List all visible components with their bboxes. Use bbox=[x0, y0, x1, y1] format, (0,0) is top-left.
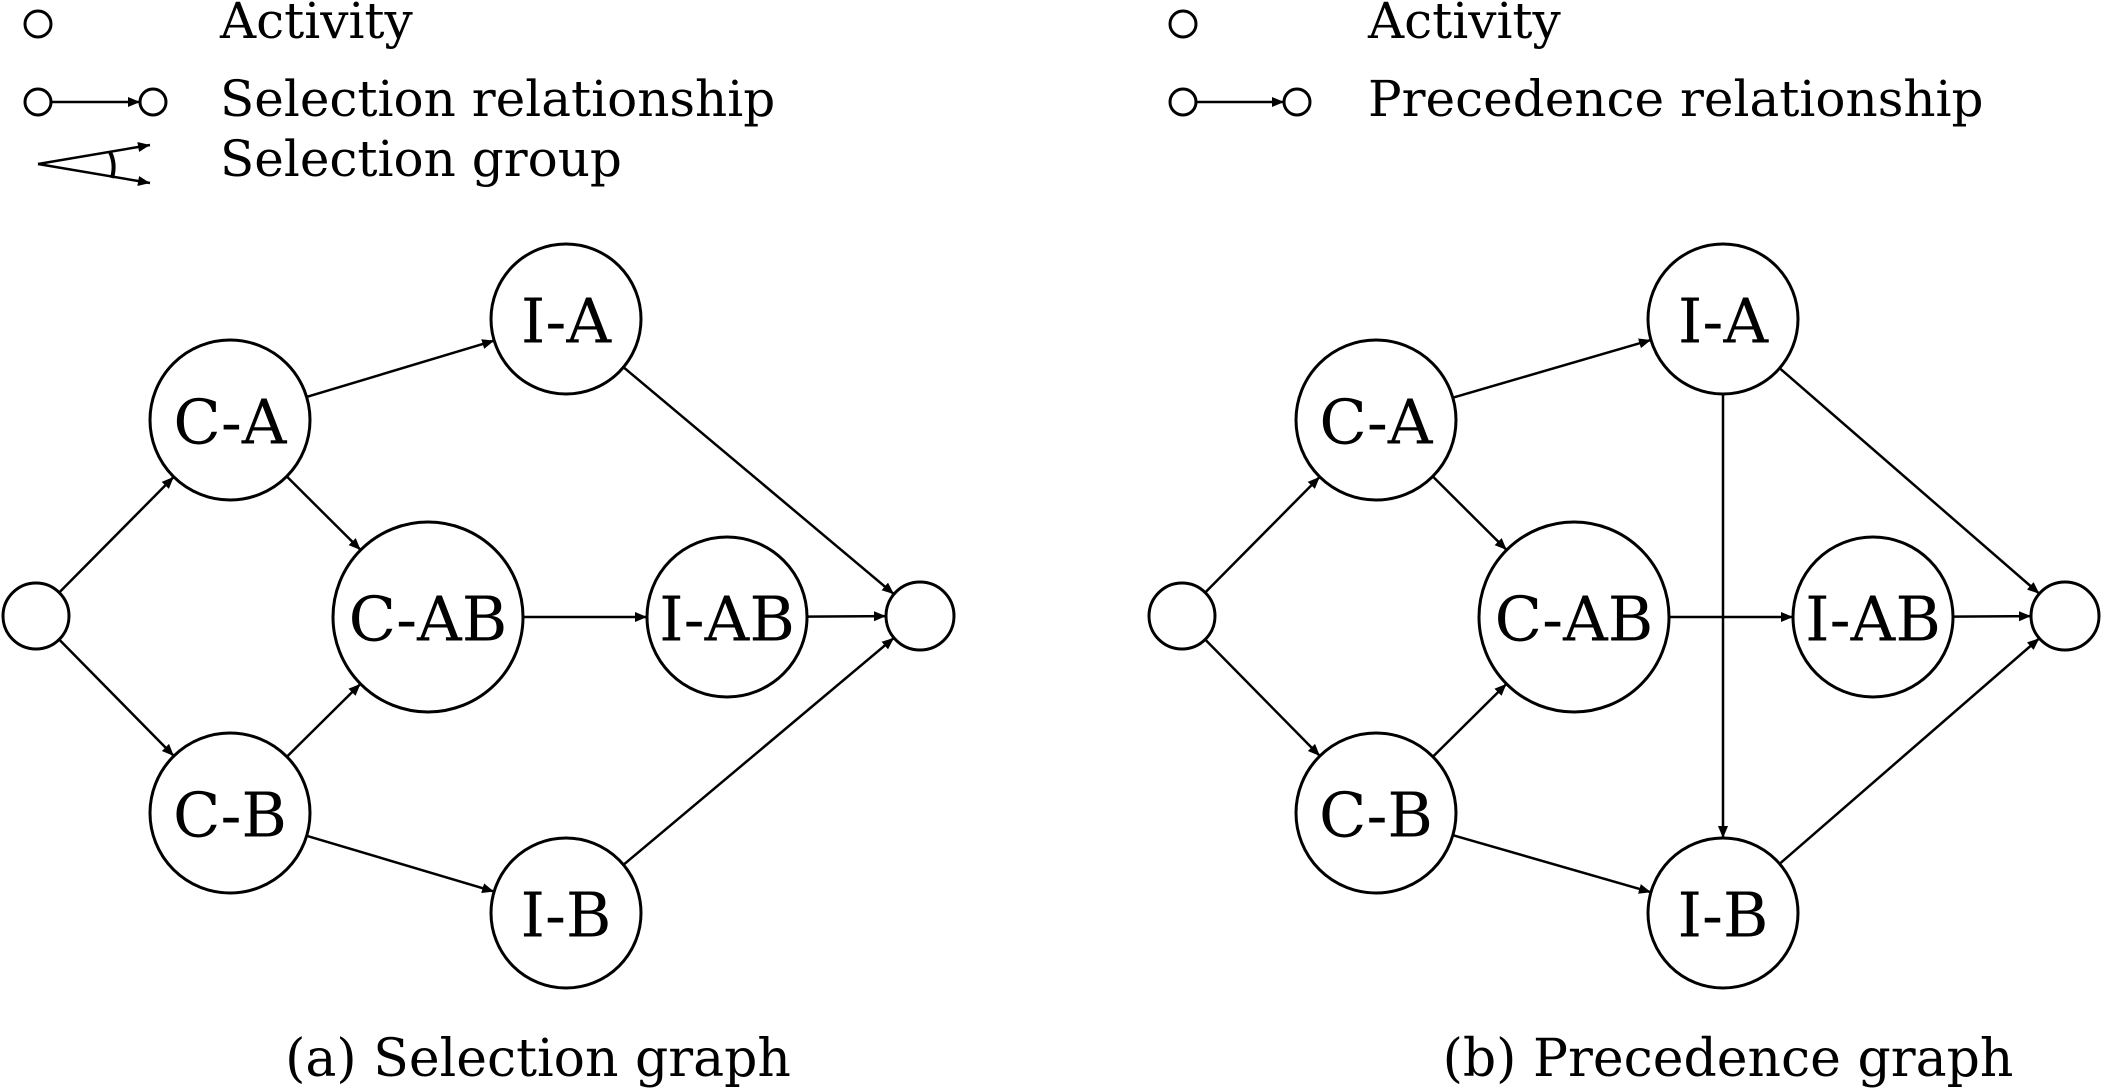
node-i-ab bbox=[1791, 535, 1955, 699]
edge-start-to-cb bbox=[58, 638, 175, 757]
node-c-a-label: C-A bbox=[1319, 386, 1433, 459]
end-node bbox=[2029, 580, 2101, 652]
edge-ia-to-end bbox=[622, 366, 895, 596]
node-i-b bbox=[489, 836, 643, 990]
legend-b: Activity Precedence relationship bbox=[1168, 0, 1984, 128]
node-c-ab-label: C-AB bbox=[349, 583, 508, 656]
precedence-graph: C-A C-B C-AB I-A I-B I-AB (b) Precedence… bbox=[1147, 242, 2101, 1089]
selection-graph-nodes: C-A C-B C-AB I-A I-B I-AB bbox=[1, 242, 956, 990]
legend-relationship-start-symbol bbox=[1168, 87, 1198, 117]
edge-cb-to-cab bbox=[285, 682, 362, 758]
node-c-b bbox=[148, 731, 312, 895]
node-i-a bbox=[1646, 242, 1800, 396]
start-node bbox=[1147, 581, 1217, 651]
caption-a: (a) Selection graph bbox=[285, 1029, 791, 1089]
node-c-b bbox=[1294, 731, 1458, 895]
legend-relationship-start-symbol bbox=[23, 87, 53, 117]
edge-ca-to-ia bbox=[306, 339, 495, 399]
selection-graph: C-A C-B C-AB I-A I-B I-AB (a) Selection … bbox=[1, 242, 956, 1089]
node-i-ab-label: I-AB bbox=[659, 583, 795, 656]
node-i-a bbox=[489, 242, 643, 396]
legend-activity-symbol bbox=[23, 9, 53, 39]
edge-ib-to-end bbox=[1778, 637, 2041, 865]
edge-ca-to-cab bbox=[285, 475, 362, 551]
edge-ca-to-ia bbox=[1452, 338, 1652, 399]
node-i-b-label: I-B bbox=[1677, 879, 1768, 952]
legend-a: Activity Selection relationship Selectio… bbox=[23, 0, 775, 188]
node-c-a bbox=[148, 338, 312, 502]
legend-relationship-end-symbol bbox=[138, 87, 168, 117]
precedence-graph-edges bbox=[1204, 338, 2041, 894]
node-c-b-label: C-B bbox=[1319, 779, 1433, 852]
legend-activity-symbol bbox=[1168, 9, 1198, 39]
end-node bbox=[884, 580, 956, 652]
legend-relationship-label: Selection relationship bbox=[220, 70, 775, 128]
node-i-a-label: I-A bbox=[521, 285, 612, 358]
edge-cb-to-cab bbox=[1431, 682, 1508, 758]
caption-b: (b) Precedence graph bbox=[1443, 1029, 2014, 1089]
precedence-graph-nodes: C-A C-B C-AB I-A I-B I-AB bbox=[1147, 242, 2101, 990]
node-i-b bbox=[1646, 836, 1800, 990]
start-node bbox=[1, 581, 71, 651]
node-i-ab-label: I-AB bbox=[1805, 583, 1941, 656]
node-c-b-label: C-B bbox=[173, 779, 287, 852]
node-c-ab bbox=[331, 520, 525, 714]
node-i-ab bbox=[645, 535, 809, 699]
node-c-a-label: C-A bbox=[173, 386, 287, 459]
node-c-ab bbox=[1477, 520, 1671, 714]
node-c-ab-label: C-AB bbox=[1495, 583, 1654, 656]
node-c-a bbox=[1294, 338, 1458, 502]
legend-relationship-label: Precedence relationship bbox=[1368, 70, 1984, 128]
node-i-b-label: I-B bbox=[520, 879, 611, 952]
edge-ca-to-cab bbox=[1431, 475, 1508, 551]
edge-start-to-ca bbox=[58, 475, 175, 594]
legend-selection-group-symbol bbox=[37, 142, 151, 186]
edge-ia-to-end bbox=[1778, 367, 2041, 595]
edge-start-to-ca bbox=[1204, 475, 1321, 594]
node-i-a-label: I-A bbox=[1678, 285, 1769, 358]
legend-selection-group-label: Selection group bbox=[220, 130, 622, 188]
legend-activity-label: Activity bbox=[1367, 0, 1562, 50]
legend-relationship-end-symbol bbox=[1282, 87, 1312, 117]
edge-ib-to-end bbox=[622, 636, 895, 866]
legend-activity-label: Activity bbox=[219, 0, 414, 50]
selection-graph-edges bbox=[58, 339, 895, 894]
edge-cb-to-ib bbox=[306, 834, 495, 894]
edge-cb-to-ib bbox=[1452, 833, 1652, 894]
edge-start-to-cb bbox=[1204, 638, 1321, 757]
